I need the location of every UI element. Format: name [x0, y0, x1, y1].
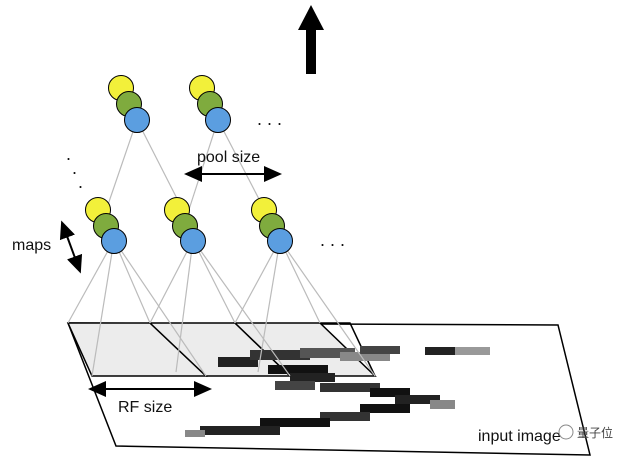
chat-bubble-icon — [558, 424, 574, 440]
svg-text:.: . — [66, 144, 71, 164]
lower-neuron-group-2 — [164, 197, 206, 254]
upper-neuron-group-2 — [189, 75, 231, 133]
svg-text:.: . — [78, 172, 83, 192]
arrow-up-icon — [298, 5, 324, 74]
rf-size-label: RF size — [118, 399, 172, 416]
ellipsis-mid-right: . . . — [320, 230, 345, 250]
watermark: 量子位 — [558, 424, 613, 440]
ellipsis-top-right: . . . — [257, 109, 282, 129]
lower-neuron-group-1 — [85, 197, 127, 254]
rf-connections — [67, 239, 376, 377]
maps-label: maps — [12, 237, 51, 254]
svg-text:量子位: 量子位 — [577, 425, 613, 440]
handwritten-digit — [185, 346, 490, 437]
ellipsis-left-vertical: . . . — [66, 144, 83, 192]
pool-size-label: pool size — [197, 149, 260, 166]
lower-neuron-group-3 — [251, 197, 293, 254]
upper-neuron-group-1 — [108, 75, 150, 133]
maps-arrow — [59, 220, 83, 274]
svg-text:.: . — [72, 158, 77, 178]
input-image-label: input image — [478, 428, 561, 445]
